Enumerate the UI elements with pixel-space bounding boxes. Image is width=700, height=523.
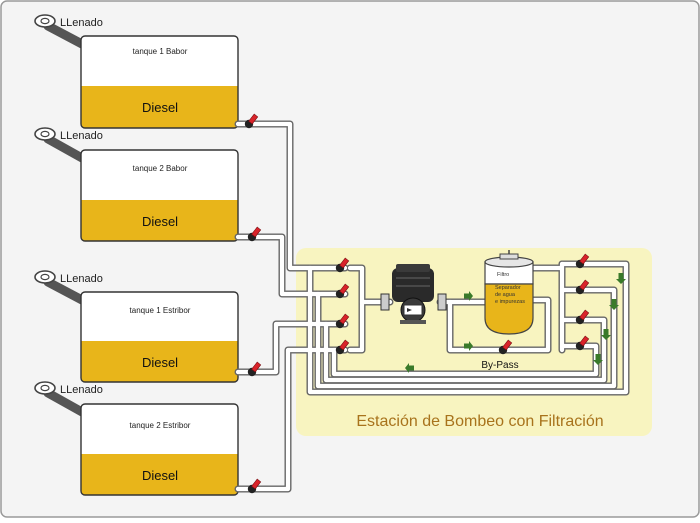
bypass-label: By-Pass	[481, 360, 518, 371]
tank-2	[80, 149, 239, 242]
tank-4	[80, 403, 239, 496]
station-title: Estación de Bombeo con Filtración	[356, 413, 603, 430]
fill-label-3: LLenado	[60, 273, 103, 285]
pump	[380, 264, 447, 324]
tank-name-3: tanque 1 Estribor	[130, 306, 191, 315]
tank-name-1: tanque 1 Babor	[133, 47, 188, 56]
tank-name-4: tanque 2 Estribor	[130, 421, 191, 430]
pump-station-panel	[296, 248, 652, 436]
fill-hose-1	[34, 14, 87, 49]
filter-line-4: e impurezas	[495, 299, 525, 305]
tank-3	[80, 291, 239, 383]
fill-label-4: LLenado	[60, 384, 103, 396]
filter-line-3: de agua	[495, 292, 516, 298]
tank-fuel-1: Diesel	[142, 100, 178, 115]
fill-label-2: LLenado	[60, 130, 103, 142]
tank-name-2: tanque 2 Babor	[133, 164, 188, 173]
piping	[234, 120, 630, 493]
fill-hose-3	[34, 270, 87, 305]
fill-hose-2	[34, 127, 87, 163]
fill-label-1: LLenado	[60, 17, 103, 29]
tank-fuel-2: Diesel	[142, 214, 178, 229]
filter-line-2: Separador	[495, 285, 521, 291]
water-separator-filter	[484, 250, 534, 335]
tank-1	[80, 35, 239, 129]
tank-fuel-3: Diesel	[142, 355, 178, 370]
filter-line-1: Filtro	[497, 272, 509, 278]
tank-fuel-4: Diesel	[142, 468, 178, 483]
fill-hose-4	[34, 381, 87, 417]
